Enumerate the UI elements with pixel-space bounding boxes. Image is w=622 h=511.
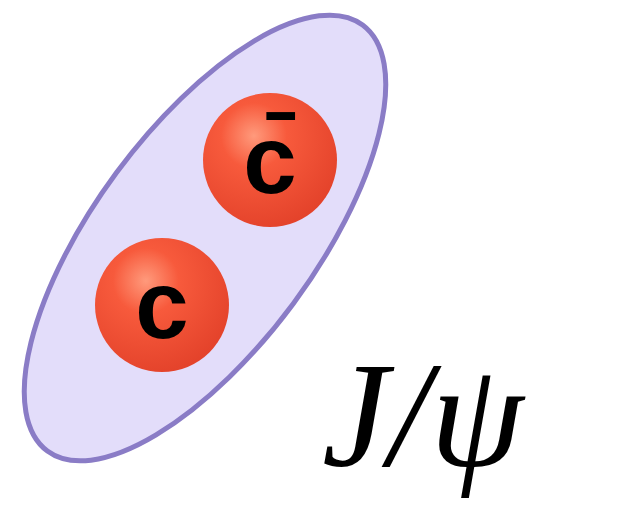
meson-ellipse: J/ψc̄c (20, 10, 392, 466)
sphere-shape (203, 93, 337, 227)
sphere-shape (95, 238, 229, 372)
quark-label: c̄ (203, 93, 337, 227)
quark-sphere: c (95, 238, 229, 372)
particle-name: J/ψ (322, 340, 523, 490)
quark-label: c (95, 238, 229, 372)
quark-sphere: c̄ (203, 93, 337, 227)
